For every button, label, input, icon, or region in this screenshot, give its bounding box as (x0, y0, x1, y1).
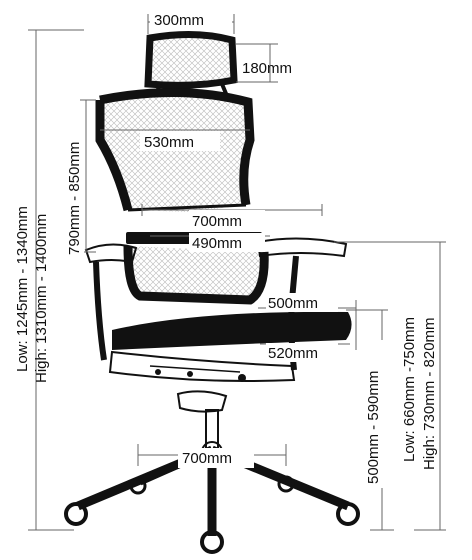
total-height-low-label: Low: 1245mm - 1340mm (14, 206, 31, 372)
seat-width-label: 520mm (268, 345, 318, 362)
backrest (95, 87, 269, 305)
seat (108, 311, 352, 382)
back-width-label: 530mm (144, 134, 194, 151)
arm-height-high-label: High: 730mm - 820mm (421, 317, 438, 470)
headrest-height-label: 180mm (242, 60, 292, 77)
headrest-width-label: 300mm (154, 12, 204, 29)
overall-width-label: 700mm (192, 213, 242, 230)
arm-height-low-label: Low: 660mm -750mm (401, 317, 418, 462)
back-height-label: 790mm - 850mm (66, 142, 83, 255)
seat-depth-label: 500mm (268, 295, 318, 312)
inner-width-label: 490mm (192, 235, 242, 252)
base-width-label: 700mm (182, 450, 232, 467)
dimension-labels: 300mm 180mm 530mm 700mm 490mm 500mm 520m… (14, 9, 438, 488)
casters (64, 475, 360, 554)
total-height-high-label: High: 1310mm - 1400mm (33, 214, 50, 383)
seat-height-label: 500mm - 590mm (365, 371, 382, 484)
mechanism (176, 390, 228, 451)
